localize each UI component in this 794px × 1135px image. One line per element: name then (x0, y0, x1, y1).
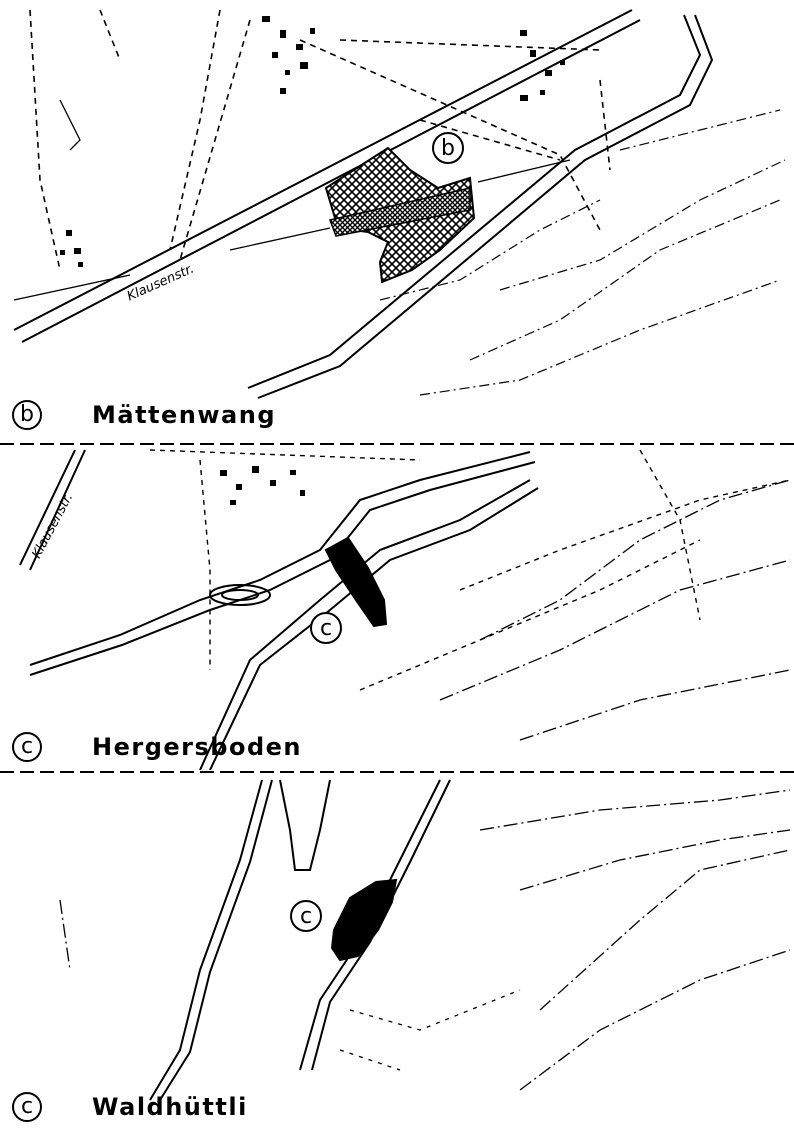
map-waldhuettli (0, 771, 794, 1101)
study-area-c1 (324, 536, 388, 628)
caption-hergersboden: c Hergersboden (12, 732, 302, 762)
river-loop (209, 584, 271, 606)
caption-marker-c: c (12, 1092, 42, 1122)
caption-marker-c: c (12, 732, 42, 762)
caption-text: Waldhüttli (92, 1093, 248, 1121)
study-area-c2 (330, 878, 398, 962)
marker-c-on-map: c (310, 612, 342, 644)
map-hergersboden (0, 443, 794, 770)
caption-mattenwang: b Mättenwang (12, 400, 276, 430)
map-panel-mattenwang: b Klausenstr. b Mättenwang (0, 0, 794, 440)
caption-marker-b: b (12, 400, 42, 430)
buildings (220, 466, 305, 505)
roads (19, 449, 539, 770)
marker-b-on-map: b (432, 132, 464, 164)
river (247, 14, 714, 399)
caption-text: Hergersboden (92, 733, 302, 761)
map-panel-hergersboden: c Klausenstr. c Hergersboden (0, 440, 794, 770)
terrain-contours (379, 109, 786, 396)
map-panel-waldhuettli: c c Waldhüttli (0, 770, 794, 1135)
buildings (60, 16, 565, 267)
roads (149, 779, 451, 1101)
klausenstrasse-road (13, 9, 641, 343)
marker-c-on-map: c (290, 900, 322, 932)
caption-waldhuettli: c Waldhüttli (12, 1092, 248, 1122)
caption-text: Mättenwang (92, 401, 277, 429)
map-mattenwang (13, 9, 786, 399)
footpaths (29, 9, 611, 271)
